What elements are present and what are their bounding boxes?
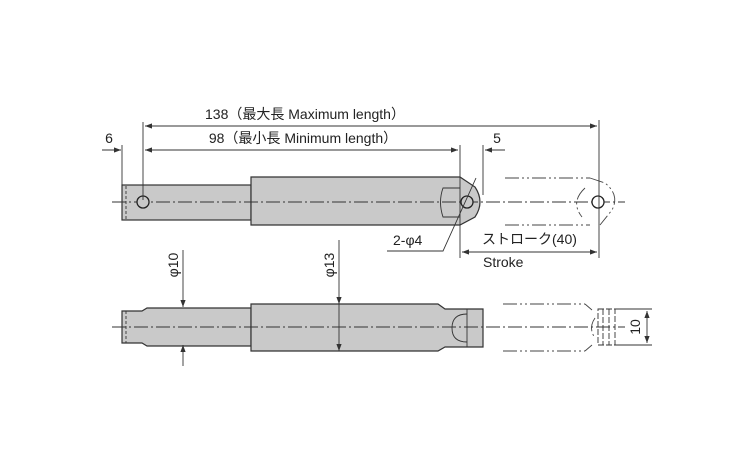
top-view: 138（最大長 Maximum length） 98（最小長 Minimum l… — [102, 106, 625, 270]
rod-diameter-label: φ10 — [165, 252, 181, 277]
body-diameter-label: φ13 — [321, 252, 337, 277]
cylinder-body — [250, 176, 481, 226]
stroke-en-label: Stroke — [483, 254, 524, 270]
left-offset-label: 6 — [105, 130, 113, 146]
max-length-label: 138（最大長 Maximum length） — [205, 106, 405, 122]
hole-leader — [387, 177, 477, 252]
phantom-extended-end — [505, 177, 616, 226]
clevis-slot — [440, 187, 460, 218]
clevis-head — [451, 313, 468, 343]
bottom-view: φ10 φ13 10 — [112, 240, 652, 366]
hole-label: 2-φ4 — [393, 232, 423, 248]
right-offset-label: 5 — [493, 130, 501, 146]
cylinder-body-side — [250, 303, 484, 352]
phantom-extended-end-side — [503, 303, 616, 352]
min-length-label: 98（最小長 Minimum length） — [209, 130, 397, 146]
stroke-jp-label: ストローク(40) — [482, 231, 577, 247]
end-width-label: 10 — [627, 319, 643, 335]
